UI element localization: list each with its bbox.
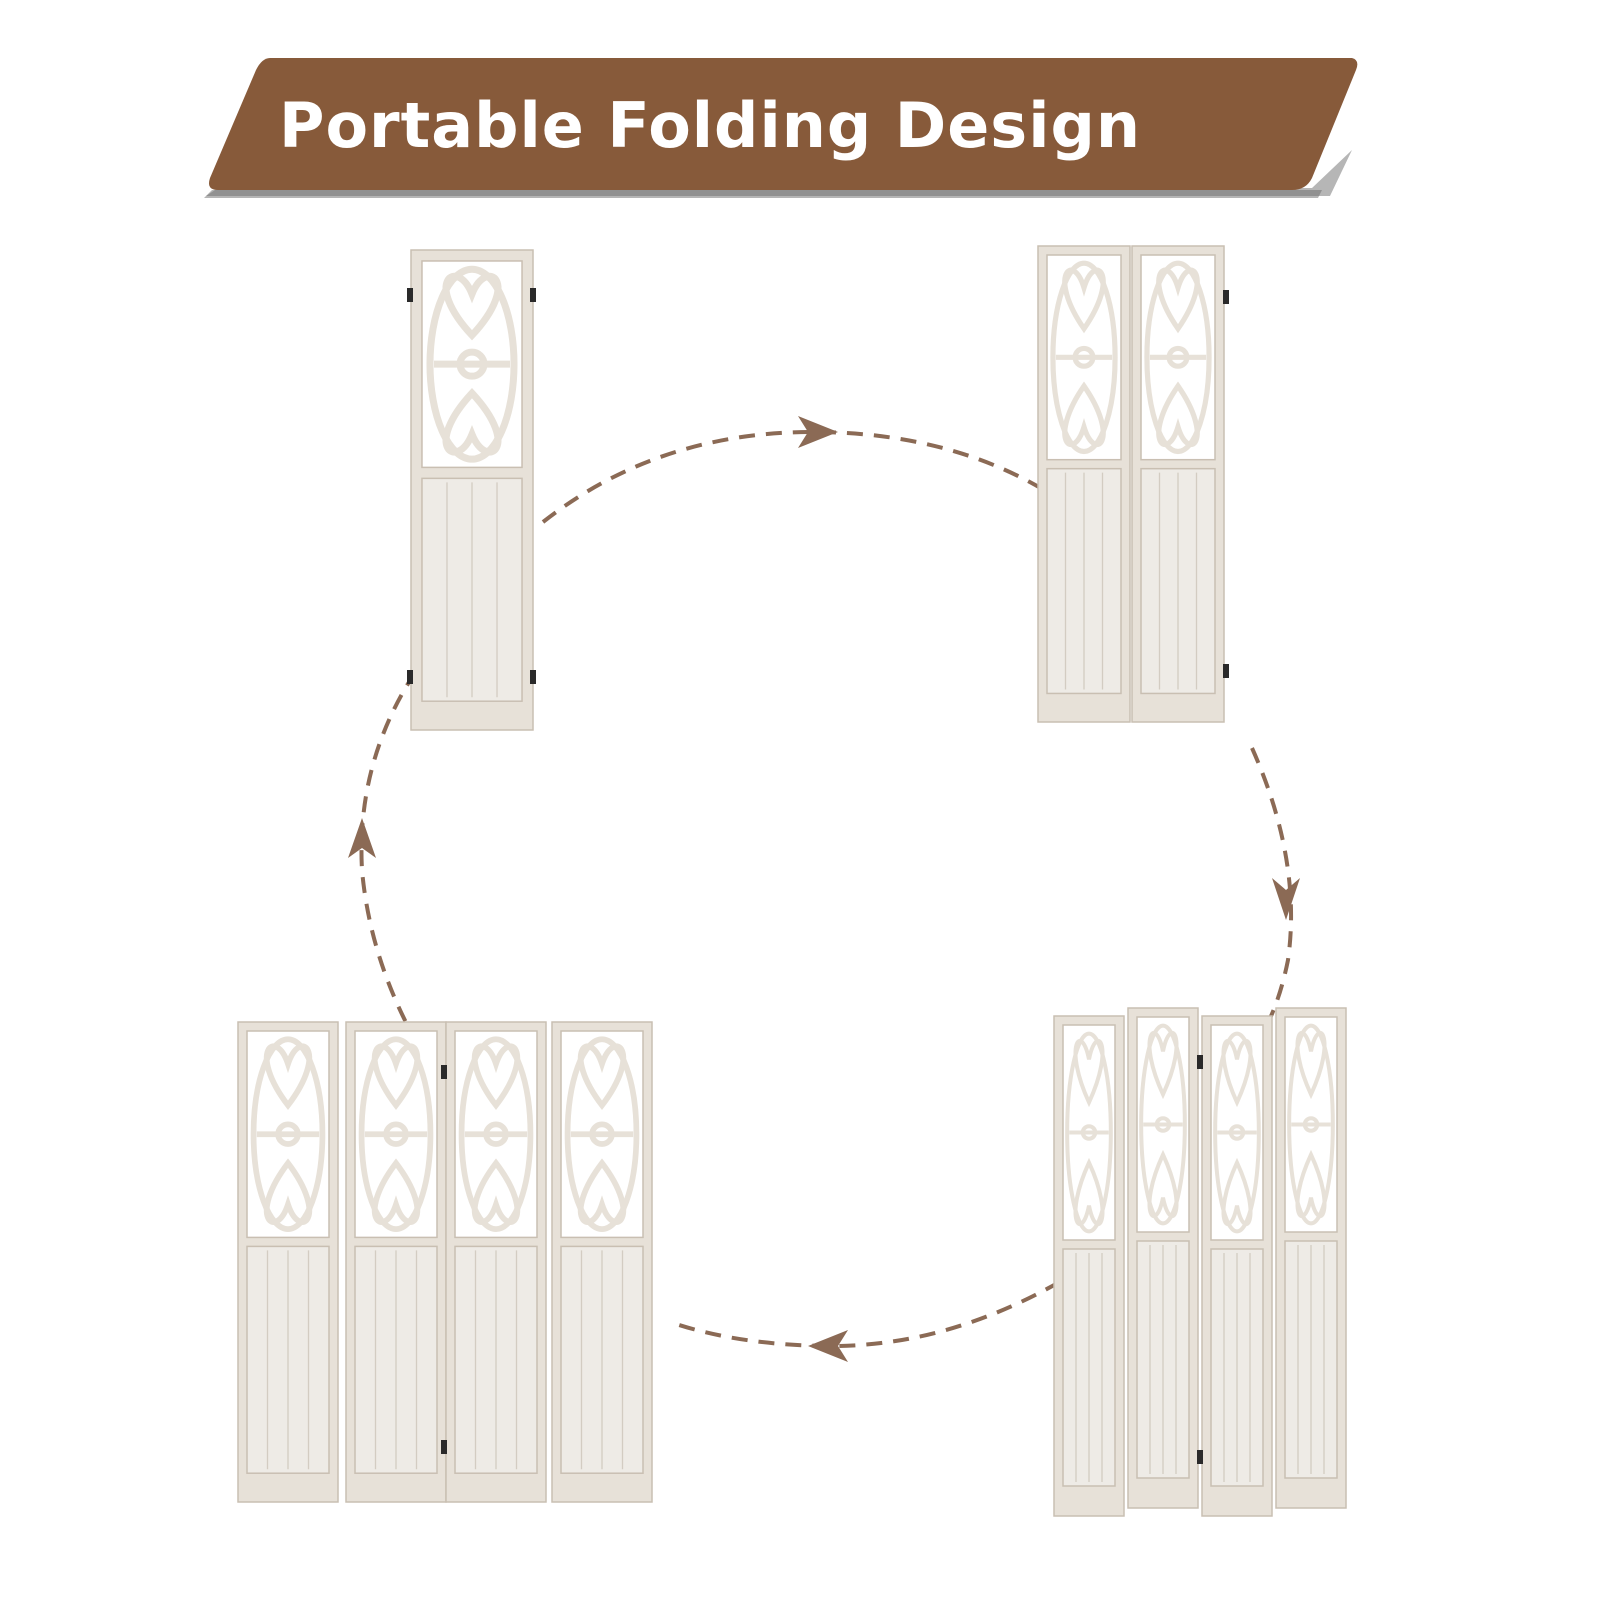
cycle-arrows (359, 429, 1294, 1349)
heart-bottom (442, 387, 502, 456)
screen-panel (237, 1021, 339, 1503)
heart-ornament (1144, 260, 1212, 455)
ornament-oval (426, 265, 518, 463)
hinge (407, 288, 413, 302)
screen-folded-single (407, 249, 536, 731)
plank-lines (1297, 1245, 1325, 1474)
arc-top (541, 429, 1062, 524)
screen-illustrations (237, 245, 1347, 1517)
heart-top (442, 272, 502, 341)
hinge (1223, 290, 1229, 304)
ornament-oval (358, 1036, 434, 1233)
screen-panel (410, 249, 534, 731)
plank-lines (374, 1250, 418, 1470)
heart-top (1073, 1038, 1105, 1108)
plank-lines (266, 1250, 310, 1470)
hinge (441, 1440, 447, 1454)
plank-lines (1223, 1253, 1251, 1482)
heart-bottom (471, 1158, 521, 1225)
ornament-oval (1144, 260, 1212, 455)
plank-lines (1149, 1245, 1177, 1474)
title-banner (204, 58, 1358, 198)
hinge (530, 288, 536, 302)
heart-top (371, 1043, 421, 1111)
screen-panel (1201, 1015, 1273, 1517)
hinge (407, 670, 413, 684)
heart-ornament (1065, 1031, 1113, 1234)
heart-ornament (358, 1036, 434, 1233)
ornament-oval (458, 1036, 534, 1233)
heart-bottom (577, 1158, 627, 1225)
ornament-oval (564, 1036, 640, 1233)
heart-ornament (458, 1036, 534, 1233)
arrowhead-top (798, 416, 838, 448)
arc-bottom (669, 1266, 1085, 1349)
screen-panel (1131, 245, 1225, 723)
arrowhead-bottom (808, 1330, 848, 1362)
screen-panel (345, 1021, 447, 1503)
plank-lines (446, 482, 498, 698)
heart-bottom (1295, 1149, 1327, 1219)
hinge (1197, 1055, 1203, 1069)
ornament-oval (1213, 1031, 1261, 1234)
heart-bottom (1221, 1157, 1253, 1227)
hinge (530, 670, 536, 684)
page-title: Portable Folding Design (279, 89, 1141, 162)
heart-bottom (1073, 1157, 1105, 1227)
plank-lines (1158, 472, 1198, 690)
heart-ornament (1050, 260, 1118, 455)
heart-top (471, 1043, 521, 1111)
screen-panel (551, 1021, 653, 1503)
screen-four-zigzag (1053, 1007, 1347, 1517)
arrowheads (348, 416, 1300, 1362)
plank-lines (474, 1250, 518, 1470)
plank-lines (1075, 1253, 1103, 1482)
heart-bottom (371, 1158, 421, 1225)
plank-lines (580, 1250, 624, 1470)
heart-top (263, 1043, 313, 1111)
heart-ornament (564, 1036, 640, 1233)
heart-top (1295, 1030, 1327, 1100)
heart-ornament (1213, 1031, 1261, 1234)
screen-panel (445, 1021, 547, 1503)
ornament-oval (1287, 1023, 1335, 1226)
ornament-oval (1050, 260, 1118, 455)
heart-ornament (1287, 1023, 1335, 1226)
heart-ornament (1139, 1023, 1187, 1226)
ornament-oval (1065, 1031, 1113, 1234)
hinge (1223, 664, 1229, 678)
arc-right (1250, 747, 1294, 1042)
banner-body (209, 58, 1358, 190)
heart-bottom (1156, 381, 1200, 448)
heart-bottom (263, 1158, 313, 1225)
ornament-oval (250, 1036, 326, 1233)
heart-bottom (1062, 381, 1106, 448)
ornament-oval (1139, 1023, 1187, 1226)
heart-ornament (426, 265, 518, 463)
screen-four-open (237, 1021, 653, 1503)
screen-two-panel (1037, 245, 1229, 723)
heart-top (577, 1043, 627, 1111)
banner-outline (204, 190, 1322, 198)
heart-top (1156, 267, 1200, 334)
heart-top (1062, 267, 1106, 334)
arc-left (359, 666, 420, 1046)
screen-panel (1053, 1015, 1125, 1517)
heart-ornament (250, 1036, 326, 1233)
heart-top (1221, 1038, 1253, 1108)
heart-bottom (1147, 1149, 1179, 1219)
arrowhead-right (1272, 878, 1300, 920)
screen-panel (1127, 1007, 1199, 1509)
hinge (1197, 1450, 1203, 1464)
heart-top (1147, 1030, 1179, 1100)
plank-lines (1064, 472, 1104, 690)
screen-panel (1037, 245, 1131, 723)
hinge (441, 1065, 447, 1079)
arrowhead-left (348, 818, 376, 858)
screen-panel (1275, 1007, 1347, 1509)
